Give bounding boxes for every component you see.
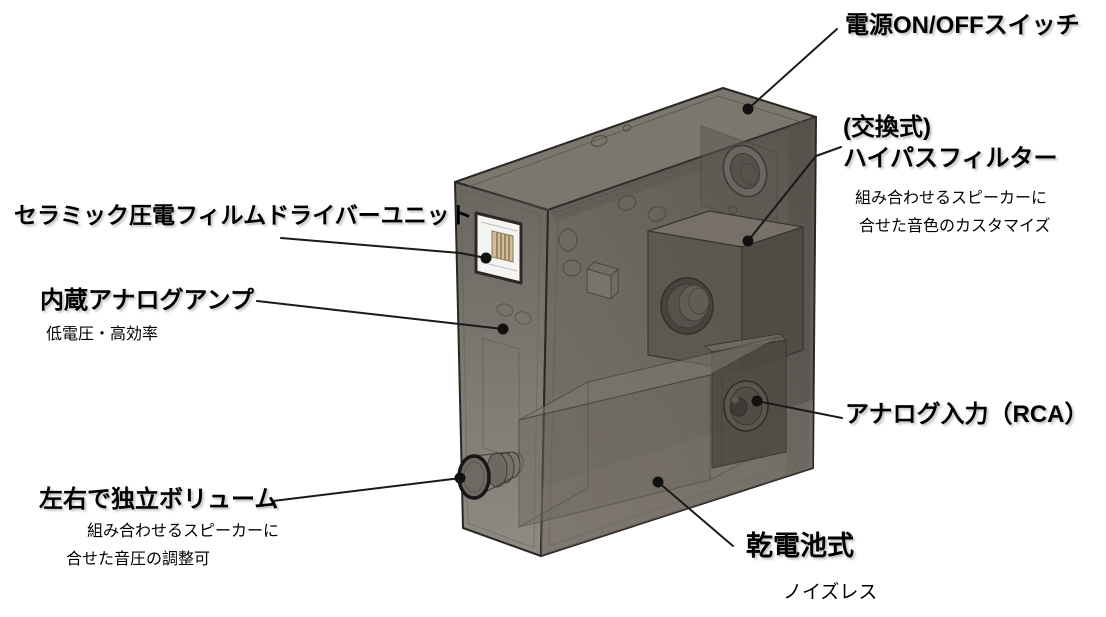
callout-hpf-label-line1: (交換式) xyxy=(843,114,931,141)
leader-rca xyxy=(751,395,843,419)
callout-hpf-label-line2: ハイパスフィルター xyxy=(843,145,1058,172)
callout-volume-desc-line2: 合せた音圧の調整可 xyxy=(66,551,211,568)
cube-boss xyxy=(586,261,619,301)
callout-volume-label: 左右で独立ボリューム xyxy=(39,486,279,513)
callout-rca-label: アナログ入力（RCA） xyxy=(845,401,1089,428)
callout-battery-desc: ノイズレス xyxy=(783,582,878,603)
driver-unit-window xyxy=(474,211,523,285)
callout-driver-unit: セラミック圧電フィルムドライバーユニット xyxy=(14,200,473,231)
callout-amplifier: 内蔵アナログアンプ xyxy=(40,285,254,316)
leader-volume xyxy=(272,472,466,502)
leader-battery xyxy=(652,476,734,547)
callout-rca: アナログ入力（RCA） xyxy=(845,399,1089,430)
volume-knob xyxy=(457,451,524,500)
power-switch-cylinder xyxy=(700,125,778,233)
callout-amplifier-desc: 低電圧・高効率 xyxy=(46,326,159,343)
callout-power-switch: 電源ON/OFFスイッチ xyxy=(845,10,1080,41)
leader-driver-unit xyxy=(280,237,492,264)
leader-hpf xyxy=(742,146,842,247)
leader-dot xyxy=(751,395,763,407)
callout-battery-label: 乾電池式 xyxy=(746,531,854,561)
callout-hpf: (交換式) ハイパスフィルター xyxy=(843,112,1058,174)
leader-power-switch xyxy=(742,28,838,115)
callout-battery: 乾電池式 xyxy=(746,531,854,562)
callout-volume-desc-line1: 組み合わせるスピーカーに xyxy=(87,523,280,540)
callout-hpf-desc-line2: 合せた音色のカスタマイズ xyxy=(859,218,1051,235)
callout-hpf-desc-line1: 組み合わせるスピーカーに xyxy=(855,190,1048,207)
leader-dot xyxy=(454,472,466,484)
leader-dot xyxy=(742,103,754,115)
leader-dot xyxy=(742,235,754,247)
leader-dot xyxy=(652,476,664,488)
battery-compartment xyxy=(518,336,780,528)
leader-amplifier xyxy=(256,300,509,335)
center-port-cylinder xyxy=(660,277,714,335)
leader-dot xyxy=(480,252,492,264)
callout-driver-unit-label: セラミック圧電フィルムドライバーユニット xyxy=(14,202,473,228)
callout-amplifier-label: 内蔵アナログアンプ xyxy=(40,287,254,314)
rca-connector xyxy=(703,333,788,469)
leader-dot xyxy=(497,323,509,335)
callout-power-switch-label: 電源ON/OFFスイッチ xyxy=(845,12,1080,39)
callout-volume: 左右で独立ボリューム xyxy=(39,484,278,515)
